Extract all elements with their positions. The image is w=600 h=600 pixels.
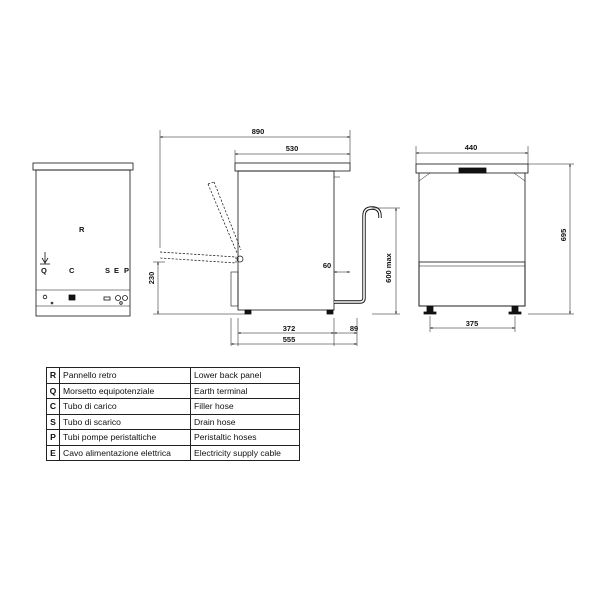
side-view	[159, 162, 382, 315]
legend-row-q: Q Morsetto equipotenziale Earth terminal	[46, 382, 300, 399]
rear-view	[32, 162, 134, 317]
dim-body-depth: 530	[286, 144, 299, 153]
drain-hose-connector	[103, 296, 111, 301]
legend-row-r: R Pannello retro Lower back panel	[46, 367, 300, 384]
dim-feet-width: 375	[466, 319, 479, 328]
legend-row-c: C Tubo di carico Filler hose	[46, 398, 300, 415]
legend-code: Q	[46, 382, 60, 399]
legend-english: Peristaltic hoses	[190, 429, 300, 446]
legend-row-p: P Tubi pompe peristaltiche Peristaltic h…	[46, 429, 300, 446]
earth-terminal-connector	[42, 294, 48, 300]
dim-drain-offset: 60	[323, 261, 331, 270]
legend-italian: Morsetto equipotenziale	[59, 382, 191, 399]
rear-label-q: Q	[41, 266, 47, 275]
legend-table: R Pannello retro Lower back panel Q Mors…	[46, 367, 300, 461]
legend-english: Electricity supply cable	[190, 444, 300, 461]
supply-cable-connector	[115, 295, 121, 301]
rear-label-r: R	[79, 225, 85, 234]
rear-label-e: E	[114, 266, 119, 275]
dim-feet-depth: 372	[283, 324, 296, 333]
front-view-display	[458, 167, 487, 174]
legend-row-s: S Tubo di scarico Drain hose	[46, 413, 300, 430]
dim-total-depth: 555	[283, 335, 296, 344]
legend-code: C	[46, 398, 60, 415]
legend-row-e: E Cavo alimentazione elettrica Electrici…	[46, 444, 300, 461]
rear-label-p: P	[124, 266, 129, 275]
dim-drain-distance: 89	[350, 324, 358, 333]
legend-italian: Tubo di carico	[59, 398, 191, 415]
front-view-body	[418, 173, 526, 307]
side-view-dimension-lines	[153, 130, 400, 346]
dim-door-open-height: 230	[147, 272, 156, 285]
legend-code: P	[46, 429, 60, 446]
drain-hose	[334, 206, 382, 304]
rear-view-top-lid	[32, 162, 134, 171]
legend-english: Earth terminal	[190, 382, 300, 399]
peristaltic-hose-connector	[122, 295, 128, 301]
legend-italian: Cavo alimentazione elettrica	[59, 444, 191, 461]
front-view-dimension-lines	[415, 146, 574, 332]
rear-label-c: C	[69, 266, 75, 275]
rear-label-s: S	[105, 266, 110, 275]
dim-height: 695	[559, 229, 568, 242]
legend-english: Filler hose	[190, 398, 300, 415]
front-view	[415, 163, 529, 315]
legend-italian: Tubi pompe peristaltiche	[59, 429, 191, 446]
filler-hose-connector	[68, 294, 76, 301]
side-view-body	[237, 170, 335, 311]
earth-terminal-icon	[40, 252, 50, 265]
legend-code: E	[46, 444, 60, 461]
rear-view-body	[35, 169, 131, 317]
dim-drain-height: 600 max	[384, 252, 393, 282]
legend-english: Lower back panel	[190, 367, 300, 384]
legend-italian: Tubo di scarico	[59, 413, 191, 430]
front-view-lower-panel	[418, 261, 526, 307]
legend-italian: Pannello retro	[59, 367, 191, 384]
dim-front-width: 440	[465, 143, 478, 152]
legend-english: Drain hose	[190, 413, 300, 430]
legend-code: R	[46, 367, 60, 384]
dim-overall-width: 890	[252, 127, 265, 136]
door-open-outline	[159, 181, 242, 264]
side-view-top-lid	[234, 162, 351, 172]
legend-code: S	[46, 413, 60, 430]
